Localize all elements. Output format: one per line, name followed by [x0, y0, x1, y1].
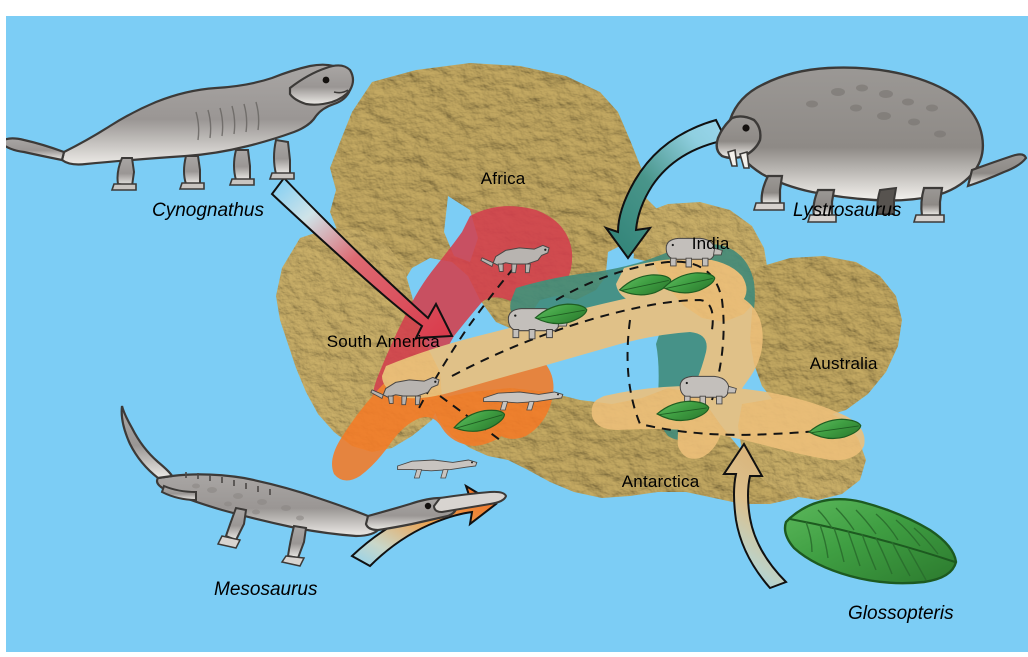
arrow-lystrosaurus: [603, 118, 728, 260]
dashed-glossopteris-south: [626, 319, 843, 436]
icon-mesosaurus-samerica: [397, 459, 478, 479]
illustration-glossopteris: [783, 498, 958, 585]
bottom-margin: [0, 652, 1028, 657]
dashed-lystrosaurus: [555, 260, 725, 401]
icon-glossopteris-africa: [534, 303, 588, 325]
icon-glossopteris-antarctica: [656, 400, 710, 422]
arrow-cynognathus: [270, 176, 454, 340]
illustration-cynognathus: [0, 63, 355, 191]
landmass-africa: [330, 63, 672, 330]
range-fossil-icons: [370, 237, 862, 479]
icon-glossopteris-australia: [808, 418, 862, 440]
icon-cynognathus-samerica: [370, 376, 440, 406]
illustration-mesosaurus: [120, 405, 508, 567]
icon-glossopteris-india: [618, 274, 672, 296]
top-margin: [0, 0, 1028, 16]
icon-mesosaurus-africa: [483, 391, 564, 411]
illustration-lystrosaurus: [715, 66, 1028, 223]
range-glossopteris-south: [591, 386, 865, 461]
range-glossopteris: [382, 288, 763, 459]
arrow-glossopteris: [722, 442, 788, 590]
landmass-australia: [750, 256, 902, 418]
icon-lystrosaurus-antarctica: [679, 375, 737, 406]
icon-cynognathus-africa: [480, 244, 550, 274]
icon-glossopteris-india2: [662, 272, 716, 294]
icon-lystrosaurus-india: [665, 237, 723, 268]
left-margin: [0, 0, 6, 657]
icon-glossopteris-samerica: [453, 409, 506, 432]
